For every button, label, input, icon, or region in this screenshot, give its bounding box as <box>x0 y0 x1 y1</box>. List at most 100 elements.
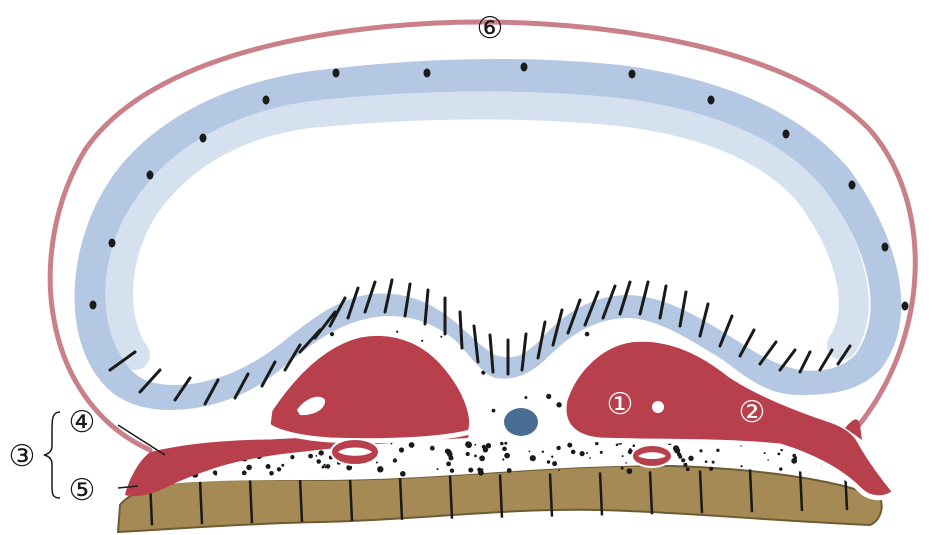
mesenchyme-dot <box>625 462 627 464</box>
blue-radial-line <box>460 312 462 348</box>
blue-layer-nucleus <box>333 69 340 78</box>
mesenchyme-dot <box>315 455 317 457</box>
label-1: ① <box>607 387 634 422</box>
mesenchyme-dot <box>633 444 636 447</box>
blue-layer-nucleus <box>849 181 856 190</box>
mesenchyme-dot <box>500 442 503 445</box>
label-6: ⑥ <box>477 11 504 46</box>
mesenchyme-dot <box>678 455 682 459</box>
blue-layer-nucleus <box>783 130 790 139</box>
mesenchyme-dot <box>465 441 471 447</box>
label-5: ⑤ <box>69 473 96 508</box>
mesenchyme-dot <box>399 447 404 452</box>
mesenchyme-dot <box>437 468 439 470</box>
mesenchyme-dot <box>681 458 685 462</box>
mesenchyme-dot <box>622 455 624 457</box>
mesenchyme-dot <box>552 461 557 466</box>
mesenchyme-dot <box>709 467 713 471</box>
mesenchyme-dot <box>492 409 496 413</box>
mesenchyme-dot <box>440 336 442 338</box>
mesenchyme-dot <box>571 450 576 455</box>
mesenchyme-dot <box>450 469 454 473</box>
leader-4 <box>118 425 165 455</box>
mesenchyme-dot <box>580 451 585 456</box>
mesenchyme-dot <box>376 462 378 464</box>
mesenchyme-dot <box>688 456 693 461</box>
mesenchyme-dot <box>529 451 531 453</box>
mesenchyme-dot <box>616 444 619 447</box>
mesenchyme-dot <box>481 468 483 470</box>
blue-layer-nucleus <box>109 239 116 248</box>
mesenchyme-dot <box>551 456 553 458</box>
blue-layer-nucleus <box>147 171 154 180</box>
blue-layer-nucleus <box>708 96 715 105</box>
blue-layer-nucleus <box>629 70 636 79</box>
mesenchyme-dot <box>764 452 766 454</box>
mesenchyme-dot <box>791 458 797 464</box>
blue-layer-nucleus <box>263 96 270 105</box>
mesenchyme-dot <box>466 452 470 456</box>
mesenchyme-dot <box>308 454 313 459</box>
label-3: ③ <box>9 439 36 474</box>
mesenchyme-dot <box>478 470 484 476</box>
mesenchyme-dot <box>474 444 476 446</box>
blue-layer-nucleus <box>902 302 909 311</box>
mesenchyme-dot <box>558 469 560 471</box>
label-2: ② <box>739 395 766 430</box>
mesenchyme-dot <box>502 447 507 452</box>
mesenchyme-dot <box>290 455 294 459</box>
blue-epithelium <box>75 59 909 410</box>
mesenchyme-dot <box>214 473 217 476</box>
mesenchyme-dot <box>627 468 633 474</box>
mesenchyme-dot <box>686 467 690 471</box>
mesenchyme-dot <box>779 467 782 470</box>
mesenchyme-dot <box>705 460 708 463</box>
mesenchyme-dot <box>377 466 383 472</box>
left-tubule <box>331 439 379 465</box>
mesenchyme-dot <box>740 465 742 467</box>
mesenchyme-dot <box>502 458 504 460</box>
mesenchyme-dot <box>281 464 284 467</box>
mesenchyme-dot <box>316 459 321 464</box>
mesenchyme-dot <box>391 443 393 445</box>
mesenchyme-dot <box>246 465 252 471</box>
mesenchyme-dot <box>556 402 561 407</box>
mesenchyme-dot <box>269 471 274 476</box>
mesenchyme-dot <box>421 340 423 342</box>
mesenchyme-dot <box>567 443 572 448</box>
right-mass-spot <box>652 401 664 413</box>
right-tubule <box>632 445 672 467</box>
mesenchyme-dot <box>546 394 551 399</box>
mesenchyme-dot <box>430 446 435 451</box>
mesenchyme-dot <box>585 332 590 337</box>
mesenchyme-dot <box>716 449 719 452</box>
mesenchyme-dot <box>778 453 781 456</box>
mesenchyme-dot <box>586 452 588 454</box>
mesenchyme-dot <box>589 457 591 459</box>
mesenchyme-dot <box>483 447 488 452</box>
mesenchyme-dot <box>277 467 281 471</box>
mesenchyme-dot <box>409 442 415 448</box>
blue-layer-nucleus <box>521 63 528 72</box>
mesenchyme-dot <box>556 446 560 450</box>
mesenchyme-dot <box>319 451 322 454</box>
mesenchyme-dot <box>547 460 550 463</box>
mesenchyme-dot <box>468 468 473 473</box>
blue-layer-nucleus <box>882 243 889 252</box>
mesenchyme-dot <box>474 455 477 458</box>
mesenchyme-dot <box>600 451 603 454</box>
mesenchyme-dot <box>266 464 271 469</box>
mesenchyme-dot <box>447 452 452 457</box>
mesenchyme-dot <box>524 396 527 399</box>
mesenchyme-dot <box>446 462 451 467</box>
mesenchyme-dot <box>400 471 406 477</box>
mesenchyme-dot <box>393 458 397 462</box>
label-4: ④ <box>69 405 96 440</box>
mesenchyme-dot <box>506 454 510 458</box>
mesenchyme-dot <box>621 467 624 470</box>
mesenchyme-dot <box>326 464 331 469</box>
mesenchyme-dot <box>507 468 512 473</box>
central-vessel <box>504 408 538 436</box>
brace-3 <box>44 412 60 498</box>
